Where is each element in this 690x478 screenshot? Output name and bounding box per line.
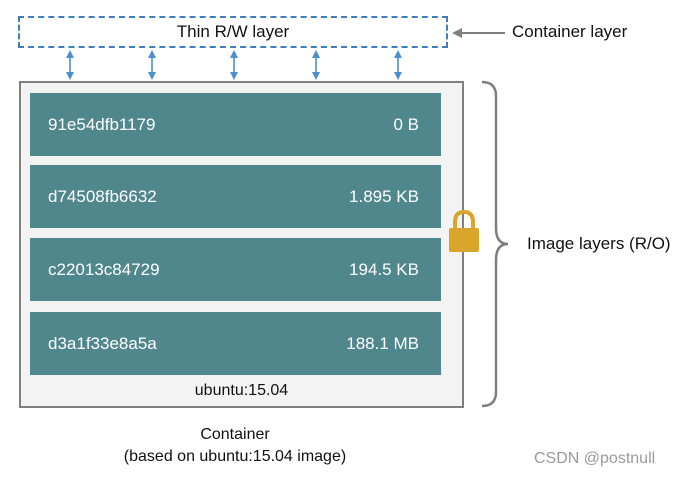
layer-id: c22013c84729 [48,260,160,279]
caption-subtitle: (based on ubuntu:15.04 image) [123,448,347,465]
watermark: CSDN @postnull [534,450,656,467]
container-layer-label: Container layer [512,22,628,41]
layer-size: 194.5 KB [349,260,419,279]
image-layer: 91e54dfb1179 0 B [30,93,441,156]
lock-icon [449,209,479,252]
image-layers-label: Image layers (R/O) [527,234,671,253]
rw-arrows [66,50,402,80]
image-layer: d74508fb6632 1.895 KB [30,165,441,228]
container-caption: Container (based on ubuntu:15.04 image) [60,424,410,468]
layer-id: d74508fb6632 [48,187,157,206]
layer-size: 188.1 MB [346,334,419,353]
caption-title: Container [200,426,270,443]
image-layers-brace [481,80,509,408]
rw-layer-label: Thin R/W layer [176,22,290,41]
image-name: ubuntu:15.04 [194,382,289,399]
image-layer: d3a1f33e8a5a 188.1 MB [30,312,441,375]
layer-id: d3a1f33e8a5a [48,334,157,353]
image-layer: c22013c84729 194.5 KB [30,238,441,301]
rw-layer-box: Thin R/W layer [18,16,448,48]
layer-id: 91e54dfb1179 [48,115,156,134]
layer-size: 1.895 KB [349,187,419,206]
layer-size: 0 B [393,115,419,134]
